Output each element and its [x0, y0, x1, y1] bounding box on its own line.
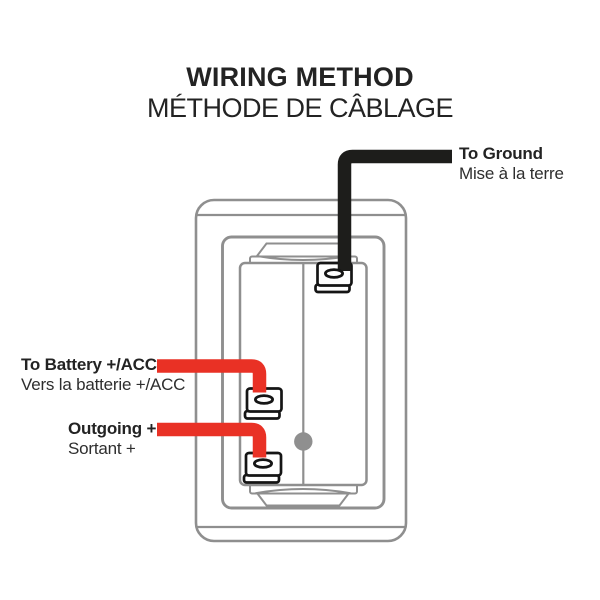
terminal-slots [252, 268, 344, 469]
wire-ground [337, 149, 452, 271]
label-outgoing-english: Outgoing + [68, 419, 157, 438]
terminal-slot-outgoing [252, 458, 273, 469]
label-ground-french: Mise à la terre [459, 164, 564, 183]
switch-housing [194, 198, 408, 543]
rocker-pivot-dot [294, 432, 313, 451]
terminals [242, 261, 353, 484]
wire-outgoing [157, 422, 267, 458]
title-english: WIRING METHOD [186, 62, 414, 92]
rocker-bottom-face [255, 488, 351, 507]
title-french: MÉTHODE DE CÂBLAGE [146, 93, 454, 123]
label-ground-english: To Ground [459, 144, 543, 163]
label-outgoing: Outgoing + Sortant + [68, 419, 156, 459]
label-battery-english: To Battery +/ACC [21, 355, 157, 374]
page-title: WIRING METHOD MÉTHODE DE CÂBLAGE [0, 62, 600, 124]
label-battery: To Battery +/ACC Vers la batterie +/ACC [21, 355, 185, 395]
label-battery-french: Vers la batterie +/ACC [21, 375, 186, 394]
label-outgoing-french: Sortant + [68, 439, 136, 458]
terminal-slot-ground [323, 268, 344, 279]
terminal-slot-battery [253, 394, 274, 405]
label-ground: To Ground Mise à la terre [459, 144, 564, 184]
wire-battery [157, 359, 267, 393]
